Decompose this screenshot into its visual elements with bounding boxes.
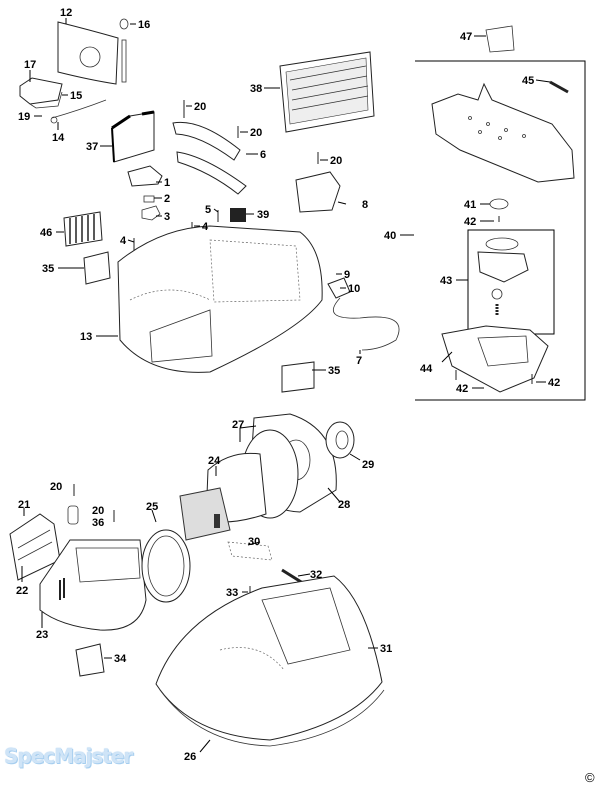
label-42b: 42 <box>456 383 468 395</box>
part-12-cover <box>57 21 127 85</box>
part-14-lead <box>51 99 107 119</box>
label-4a: 4 <box>202 221 209 233</box>
part-2-spring <box>143 195 155 203</box>
label-19: 19 <box>18 111 30 123</box>
part-45-pin <box>549 80 569 94</box>
label-20c: 20 <box>330 155 342 167</box>
label-31: 31 <box>380 643 392 655</box>
label-36: 36 <box>92 517 104 529</box>
label-8: 8 <box>362 199 368 211</box>
label-20d: 20 <box>50 481 62 493</box>
label-24: 24 <box>208 455 221 467</box>
label-27: 27 <box>232 419 244 431</box>
group-box-40 <box>415 60 586 401</box>
label-37: 37 <box>86 141 98 153</box>
part-43-valve <box>477 237 529 316</box>
part-24-motor <box>179 429 299 541</box>
part-8-holder <box>295 171 341 213</box>
label-45: 45 <box>522 75 534 87</box>
label-39: 39 <box>257 209 269 221</box>
part-13-housing-top <box>117 225 323 373</box>
part-21-cover <box>9 513 61 581</box>
part-3-latch <box>141 205 161 221</box>
part-16-ring <box>119 18 129 30</box>
label-47: 47 <box>460 31 472 43</box>
part-34-plate <box>75 643 105 677</box>
label-46: 46 <box>40 227 52 239</box>
label-43: 43 <box>440 275 452 287</box>
label-40: 40 <box>384 230 396 242</box>
label-23: 23 <box>36 629 48 641</box>
part-1-button <box>127 165 163 187</box>
label-10: 10 <box>348 283 360 295</box>
label-42a: 42 <box>464 216 476 228</box>
label-22: 22 <box>16 585 28 597</box>
label-26: 26 <box>184 751 196 763</box>
label-34: 34 <box>114 653 127 665</box>
part-35b-plate <box>281 361 315 393</box>
label-5: 5 <box>205 204 211 216</box>
part-37-filter <box>111 111 155 163</box>
label-20e: 20 <box>92 505 104 517</box>
part-35a-plate <box>83 251 111 285</box>
label-35a: 35 <box>42 263 54 275</box>
leader-lines <box>21 18 551 753</box>
part-6-handle <box>172 121 247 195</box>
label-29: 29 <box>362 459 374 471</box>
label-4b: 4 <box>120 235 127 247</box>
part-41-disc <box>489 198 509 210</box>
label-42c: 42 <box>548 377 560 389</box>
label-12: 12 <box>60 7 72 19</box>
label-14: 14 <box>52 132 65 144</box>
part-36-gasket <box>67 505 79 525</box>
label-15: 15 <box>70 90 82 102</box>
label-28: 28 <box>338 499 350 511</box>
label-7: 7 <box>356 355 362 367</box>
label-21: 21 <box>18 499 30 511</box>
part-labels: 12 16 17 15 19 14 37 20 20 6 38 20 8 1 2… <box>16 7 560 763</box>
label-30: 30 <box>248 536 260 548</box>
part-29-bearing-ring <box>325 421 355 459</box>
label-33: 33 <box>226 587 238 599</box>
part-47-clip <box>485 25 515 53</box>
label-9: 9 <box>344 269 350 281</box>
label-20b: 20 <box>250 127 262 139</box>
sub-box-43 <box>467 229 555 335</box>
label-13: 13 <box>80 331 92 343</box>
label-16: 16 <box>138 19 150 31</box>
part-lid-assembly <box>431 82 575 183</box>
label-41: 41 <box>464 199 476 211</box>
part-46-filter <box>63 211 103 247</box>
label-20a: 20 <box>194 101 206 113</box>
label-1: 1 <box>164 177 170 189</box>
part-44-tray <box>441 325 549 393</box>
part-39-block <box>230 208 246 222</box>
label-44: 44 <box>420 363 433 375</box>
part-17-switch <box>19 77 63 109</box>
copyright-icon: © <box>585 770 595 785</box>
label-3: 3 <box>164 211 170 223</box>
label-25: 25 <box>146 501 158 513</box>
watermark-logo: SpecMajster <box>4 744 133 768</box>
label-6: 6 <box>260 149 266 161</box>
part-23-fan-housing <box>39 539 147 631</box>
part-31-26-base <box>155 575 385 747</box>
label-35b: 35 <box>328 365 340 377</box>
label-32: 32 <box>310 569 322 581</box>
part-25-seal-ring <box>141 529 191 603</box>
label-17: 17 <box>24 59 36 71</box>
part-10-plug <box>327 277 351 299</box>
part-38-hepa-filter <box>279 51 375 133</box>
label-38: 38 <box>250 83 262 95</box>
part-7-cable <box>333 297 400 351</box>
label-2: 2 <box>164 193 170 205</box>
